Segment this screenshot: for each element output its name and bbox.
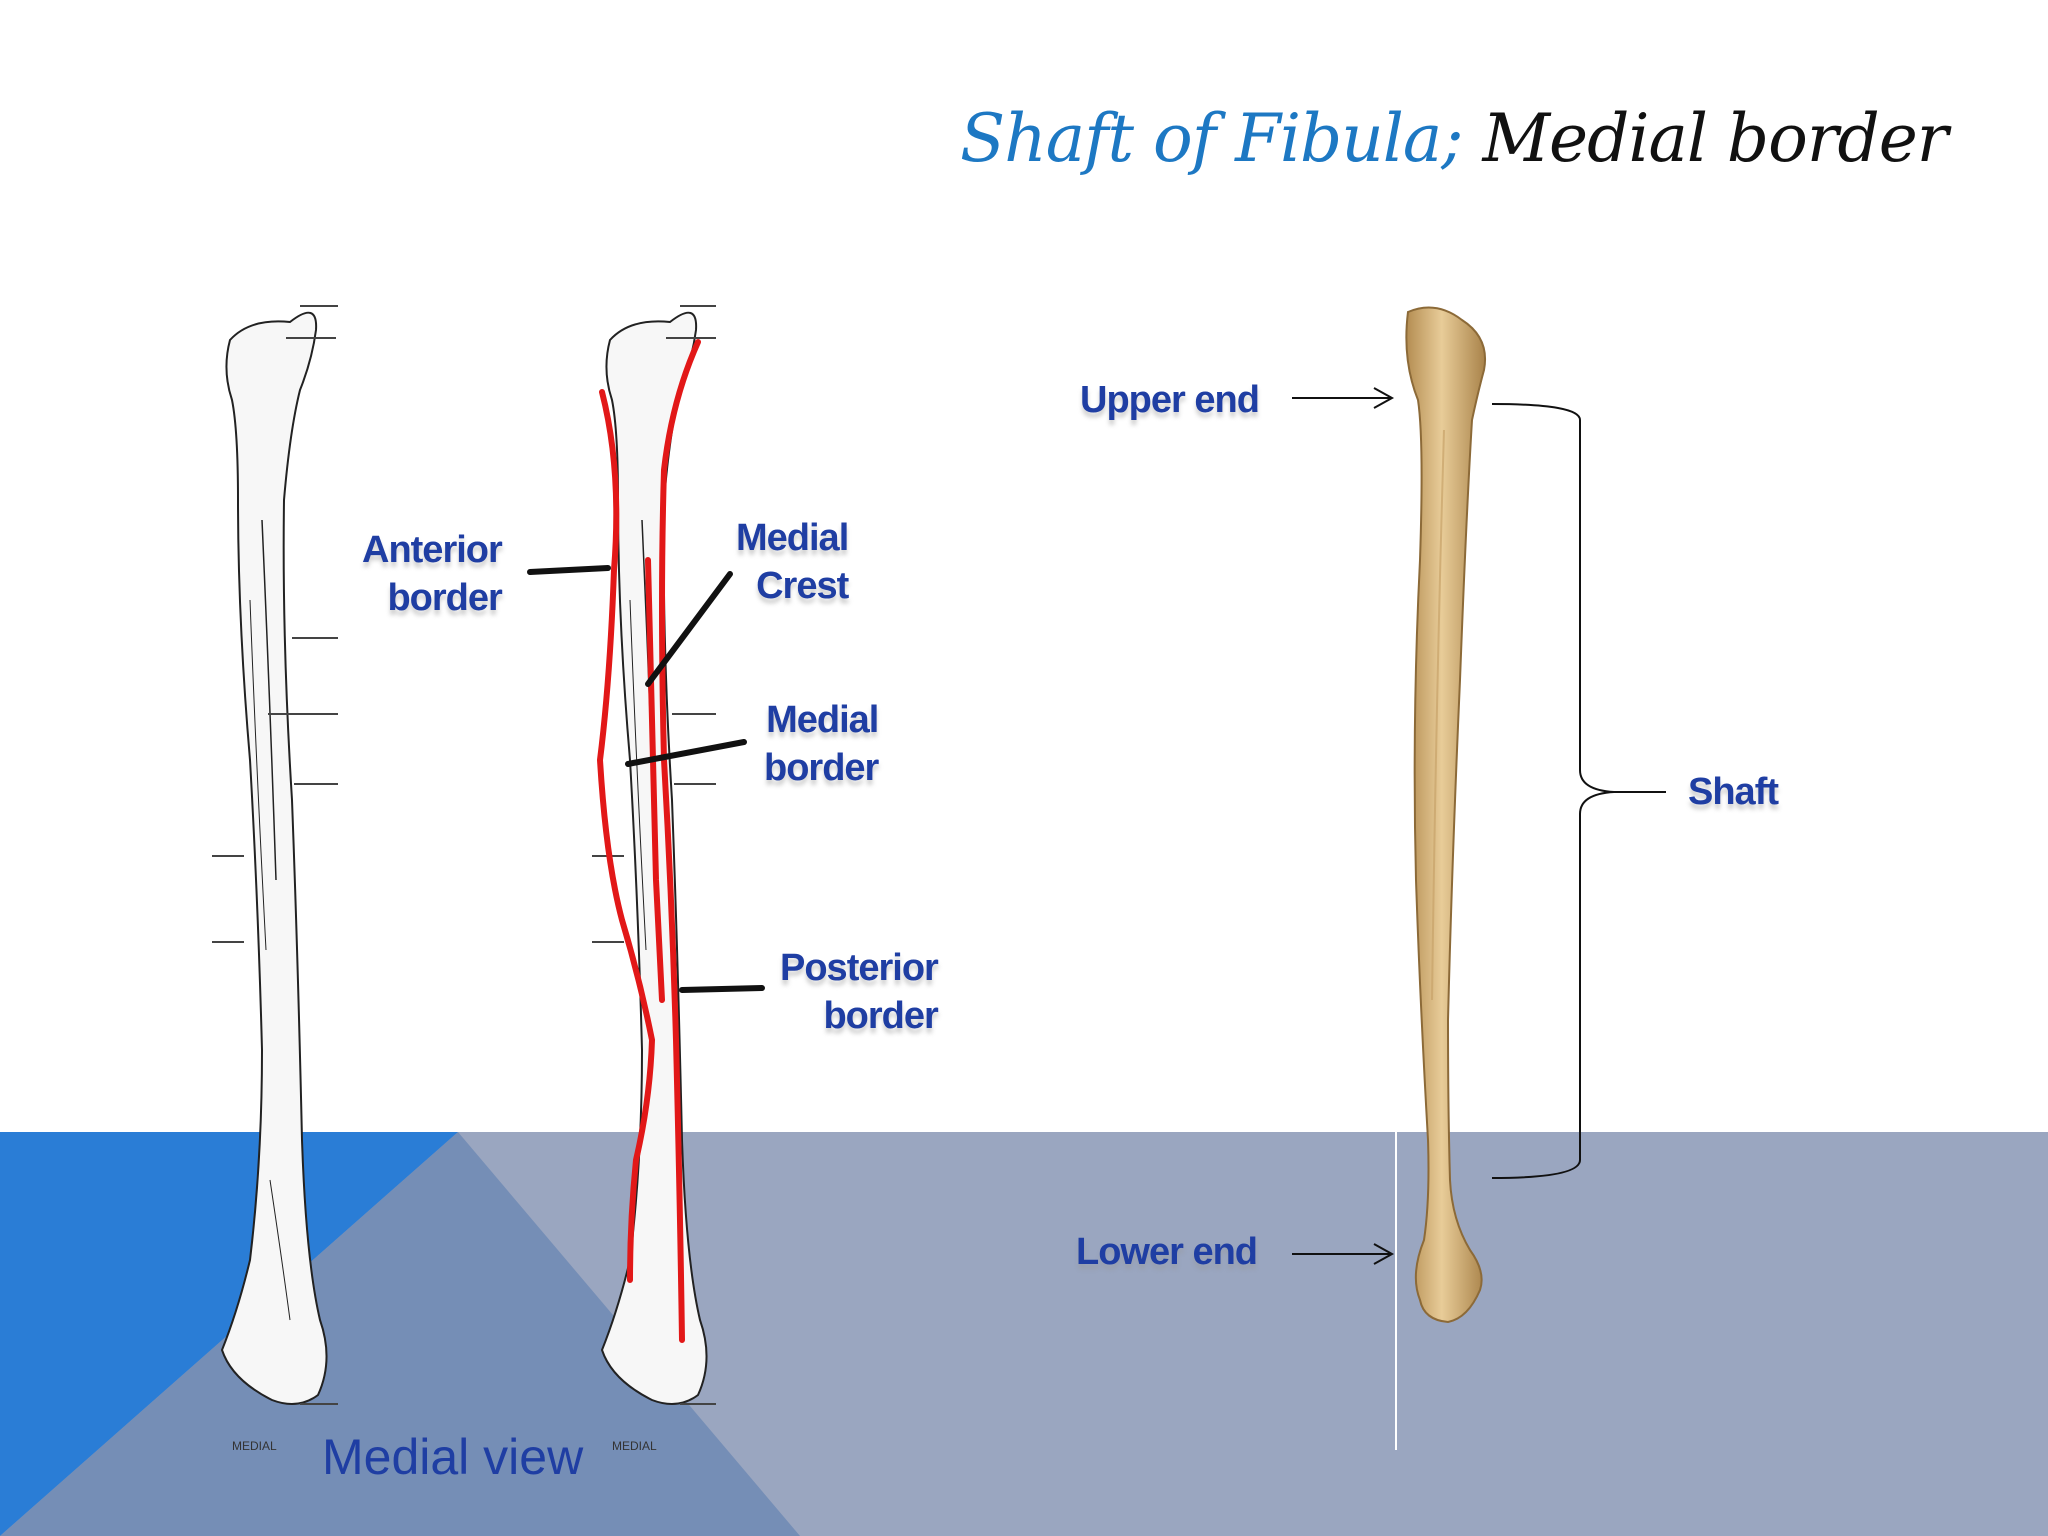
small-medial-tag-left: MEDIAL	[232, 1439, 277, 1453]
right-pointer-arrows	[1292, 387, 1395, 1265]
small-medial-tags: MEDIAL MEDIAL	[232, 1439, 657, 1453]
red-border-lines	[596, 339, 701, 1343]
left-tick-lines	[212, 305, 338, 1405]
label-anterior-border-line1: Anterior	[362, 529, 503, 571]
pointer-lines	[527, 565, 765, 993]
anterior-border-line	[596, 389, 656, 1283]
label-anterior-border-line2: border	[387, 577, 502, 619]
label-shaft: Shaft	[1688, 771, 1779, 813]
medial-crest-pointer	[645, 571, 733, 687]
posterior-border-pointer	[679, 985, 765, 993]
page-title: Shaft of Fibula; Medial border	[960, 100, 2020, 177]
label-medial-border: Medial border	[764, 696, 879, 792]
medial-crest-line	[645, 557, 665, 1003]
anterior-border-pointer	[527, 565, 611, 575]
label-medial-crest-line2: Crest	[756, 565, 849, 607]
label-medial-border-line1: Medial	[766, 699, 879, 741]
fibula-photo	[1395, 306, 1486, 1450]
label-medial-border-line2: border	[764, 747, 879, 789]
label-anterior-border: Anterior border	[362, 526, 503, 622]
label-medial-crest-line1: Medial	[736, 517, 849, 559]
posterior-border-line	[659, 339, 701, 1343]
label-posterior-border-line2: border	[823, 995, 938, 1037]
caption-medial-view: Medial view	[322, 1429, 584, 1485]
label-upper-end: Upper end	[1080, 379, 1260, 421]
label-medial-crest: Medial Crest	[736, 514, 849, 610]
label-posterior-border: Posterior border	[780, 944, 939, 1040]
fibula-drawing-plain	[220, 311, 328, 1405]
medial-border-pointer	[625, 739, 747, 767]
dark-triangle-decoration	[0, 1132, 800, 1536]
shaft-brace	[1491, 403, 1666, 1179]
title-part-blue: Shaft of Fibula;	[960, 100, 1463, 177]
small-medial-tag-right: MEDIAL	[612, 1439, 657, 1453]
label-posterior-border-line1: Posterior	[780, 947, 939, 989]
label-lower-end: Lower end	[1076, 1231, 1258, 1273]
title-part-black: Medial border	[1462, 100, 1948, 177]
